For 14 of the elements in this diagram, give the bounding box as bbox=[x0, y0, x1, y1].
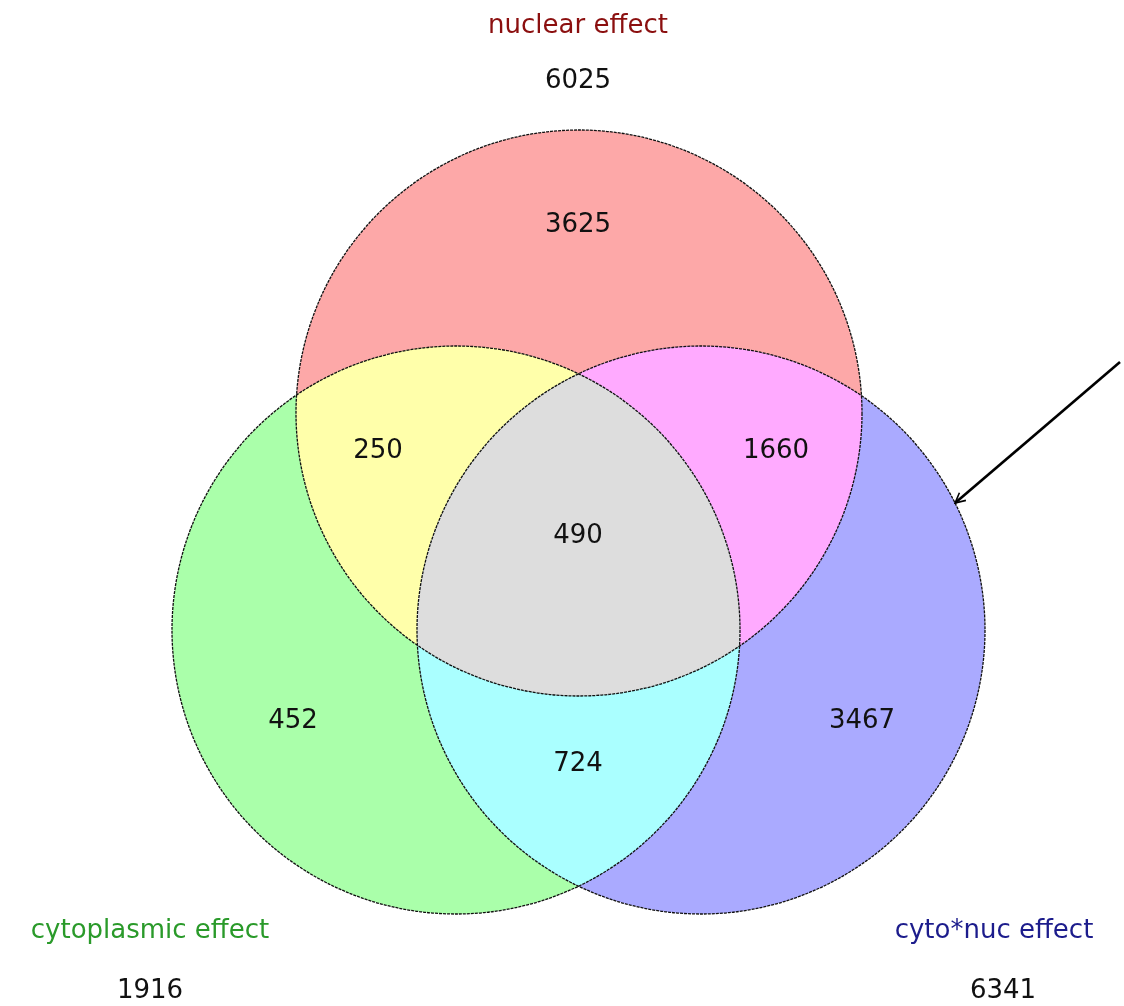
region-count: 3625 bbox=[544, 208, 612, 240]
set-title: cytoplasmic effect bbox=[30, 914, 270, 946]
region-count: 724 bbox=[553, 747, 603, 779]
region-count: 490 bbox=[553, 519, 603, 551]
region-count: 250 bbox=[353, 434, 403, 466]
region-count: 1660 bbox=[742, 434, 810, 466]
region-count: 3467 bbox=[828, 704, 896, 736]
set-title: cyto*nuc effect bbox=[894, 914, 1094, 946]
set-total: 6341 bbox=[969, 974, 1037, 1006]
region-count: 452 bbox=[268, 704, 318, 736]
arrow bbox=[954, 361, 1121, 505]
set-total: 6025 bbox=[544, 64, 612, 96]
set-title: nuclear effect bbox=[488, 9, 668, 41]
set-total: 1916 bbox=[116, 974, 184, 1006]
